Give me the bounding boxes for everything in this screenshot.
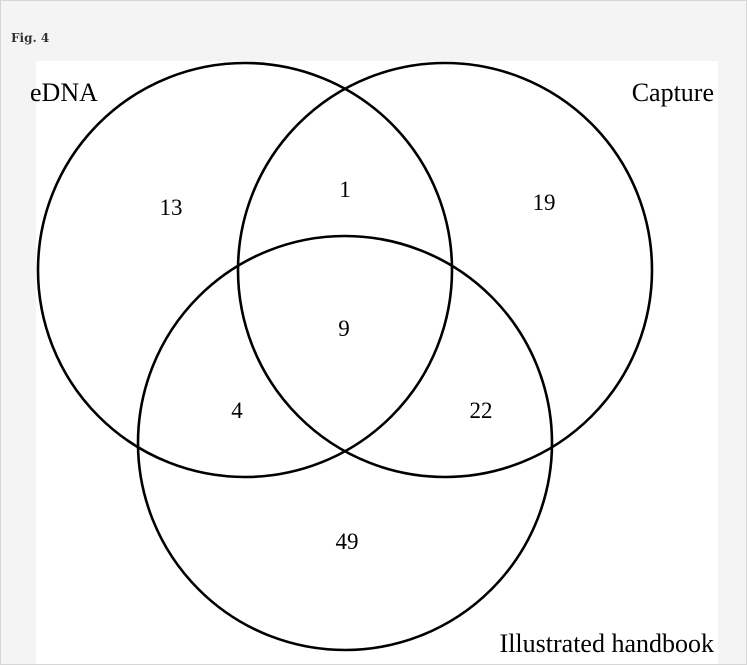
edna-set-label: eDNA [30,78,98,107]
handbook-only-count: 49 [336,529,359,554]
edna-capture-count: 1 [339,177,351,202]
capture-only-count: 19 [533,190,556,215]
handbook-set-label: Illustrated handbook [500,629,714,658]
capture-handbook-count: 22 [470,398,493,423]
figure-label: Fig. 4 [11,31,50,45]
capture-circle [236,61,654,479]
edna-handbook-count: 4 [231,398,243,423]
all-three-count: 9 [338,316,350,341]
edna-only-count: 13 [160,195,183,220]
figure-panel [36,61,718,664]
handbook-circle [136,234,554,652]
capture-set-label: Capture [632,78,714,107]
edna-circle [36,61,454,479]
